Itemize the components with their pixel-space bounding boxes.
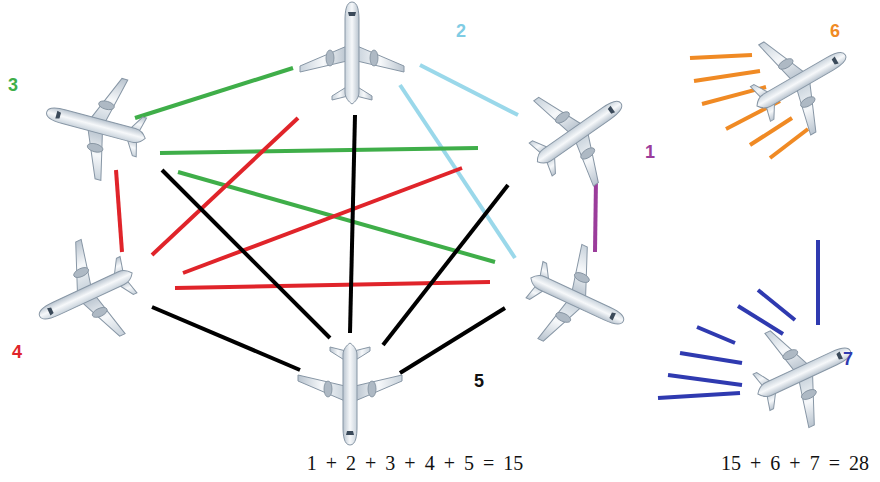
stub-line xyxy=(658,393,740,398)
handshake-line xyxy=(135,68,293,118)
plane-number: 2 xyxy=(456,22,466,42)
equation: 15 + 6 + 7 = 28 xyxy=(721,452,869,474)
handshake-line xyxy=(595,178,596,252)
handshake-line xyxy=(152,307,300,370)
stub-line xyxy=(697,327,735,343)
plane-number: 6 xyxy=(830,22,840,42)
airplane xyxy=(731,10,871,151)
handshake-line xyxy=(175,282,490,288)
stub-line xyxy=(738,306,783,334)
stub-line xyxy=(680,353,742,363)
airplane xyxy=(736,304,872,441)
handshake-lines xyxy=(116,55,818,398)
handshake-line xyxy=(400,308,505,373)
stub-line xyxy=(770,129,808,158)
airplane xyxy=(508,61,651,205)
handshake-line xyxy=(116,170,122,252)
stub-line xyxy=(690,55,752,58)
stub-line xyxy=(668,375,742,385)
plane-number: 3 xyxy=(8,76,18,96)
plane-number: 1 xyxy=(645,143,655,163)
handshake-line xyxy=(183,168,462,273)
handshake-line xyxy=(160,148,478,153)
plane-number: 7 xyxy=(843,350,853,370)
airplane xyxy=(298,343,402,445)
equation: 1 + 2 + 3 + 4 + 5 = 15 xyxy=(307,452,523,474)
stub-line xyxy=(750,118,792,145)
plane-number: 4 xyxy=(12,343,22,363)
airplane xyxy=(300,2,404,104)
handshake-line xyxy=(350,115,355,333)
stub-line xyxy=(816,240,820,325)
plane-number: 5 xyxy=(474,372,484,392)
handshake-line xyxy=(383,185,508,345)
airplane xyxy=(33,62,158,189)
airplane xyxy=(509,231,645,368)
stub-line xyxy=(694,71,760,81)
airplane xyxy=(18,226,154,363)
stub-line xyxy=(758,290,795,320)
handshake-line xyxy=(420,65,518,115)
handshake-line xyxy=(162,170,330,338)
